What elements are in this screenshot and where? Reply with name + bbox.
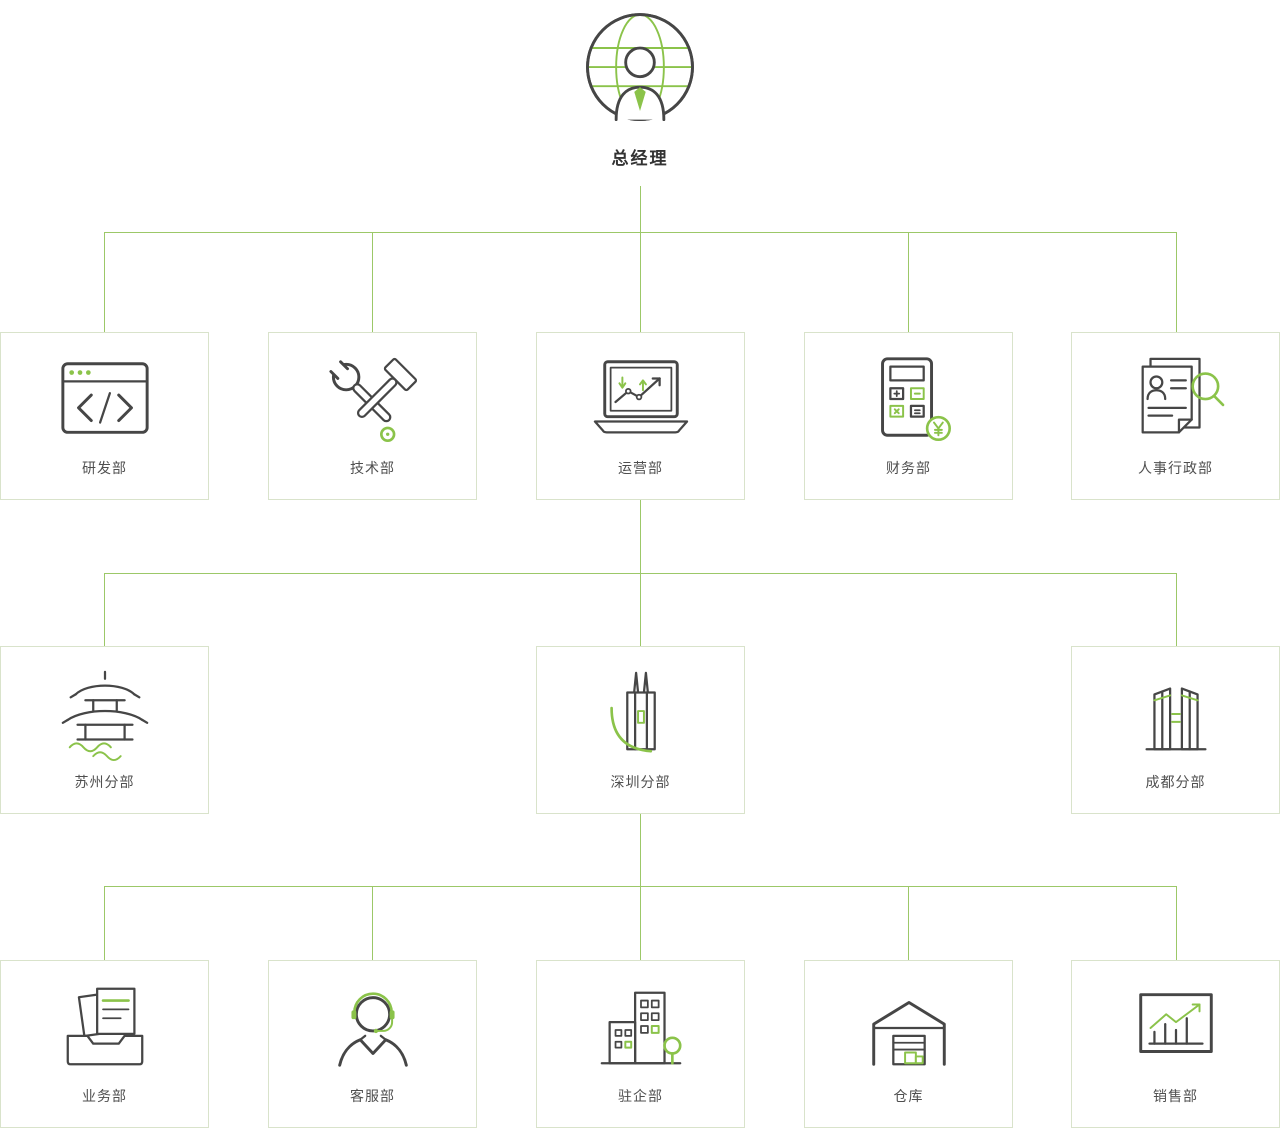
node-onsite-dept: 驻企部 — [536, 960, 745, 1128]
node-sales-dept: 销售部 — [1071, 960, 1280, 1128]
node-label: 总经理 — [611, 149, 669, 168]
connector-line — [1176, 886, 1177, 960]
node-label: 成都分部 — [1145, 774, 1206, 790]
node-label: 财务部 — [886, 460, 931, 476]
node-label: 技术部 — [350, 460, 395, 476]
connector-line — [104, 232, 105, 332]
sales-chart-icon — [1138, 993, 1213, 1053]
connector-line — [640, 886, 641, 960]
node-business-dept: 业务部 — [0, 960, 209, 1128]
connector-line — [372, 232, 373, 332]
node-general-manager: 总经理 — [540, 6, 740, 169]
connector-line — [640, 814, 641, 886]
twin-towers-icon — [1144, 687, 1207, 751]
node-label: 销售部 — [1153, 1088, 1198, 1104]
node-label: 人事行政部 — [1138, 460, 1213, 476]
resume-search-icon — [1141, 357, 1224, 434]
node-rnd-dept: 研发部 — [0, 332, 209, 500]
connector-line — [104, 573, 105, 646]
skyscraper-icon — [609, 671, 656, 753]
node-chengdu-branch: 成都分部 — [1071, 646, 1280, 814]
node-customer-service-dept: 客服部 — [268, 960, 477, 1128]
headset-agent-icon — [337, 992, 408, 1067]
connector-line — [104, 886, 105, 960]
node-label: 业务部 — [82, 1088, 127, 1104]
document-tray-icon — [66, 987, 143, 1066]
node-hr-admin-dept: 人事行政部 — [1071, 332, 1280, 500]
connector-line — [640, 232, 641, 332]
node-label: 仓库 — [893, 1088, 924, 1104]
connector-line — [1176, 573, 1177, 646]
wrench-hammer-icon — [326, 357, 417, 442]
warehouse-icon — [871, 1001, 946, 1066]
laptop-chart-icon — [593, 360, 688, 434]
node-label: 研发部 — [82, 460, 127, 476]
node-label: 运营部 — [618, 460, 663, 476]
node-label: 客服部 — [350, 1088, 395, 1104]
node-warehouse: 仓库 — [804, 960, 1013, 1128]
node-label: 深圳分部 — [610, 774, 671, 790]
globe-person-icon — [586, 13, 694, 122]
node-label: 苏州分部 — [74, 774, 135, 790]
node-tech-dept: 技术部 — [268, 332, 477, 500]
connector-line — [1176, 232, 1177, 332]
node-finance-dept: 财务部 — [804, 332, 1013, 500]
node-shenzhen-branch: 深圳分部 — [536, 646, 745, 814]
connector-line — [640, 573, 641, 646]
connector-line — [372, 886, 373, 960]
connector-line — [908, 232, 909, 332]
pagoda-water-icon — [61, 670, 148, 762]
calculator-yuan-icon — [880, 357, 951, 442]
buildings-tree-icon — [600, 991, 682, 1065]
connector-line — [908, 886, 909, 960]
node-operations-dept: 运营部 — [536, 332, 745, 500]
connector-line — [640, 500, 641, 573]
code-window-icon — [60, 362, 149, 434]
connector-line — [640, 186, 641, 232]
node-suzhou-branch: 苏州分部 — [0, 646, 209, 814]
node-label: 驻企部 — [618, 1088, 663, 1104]
